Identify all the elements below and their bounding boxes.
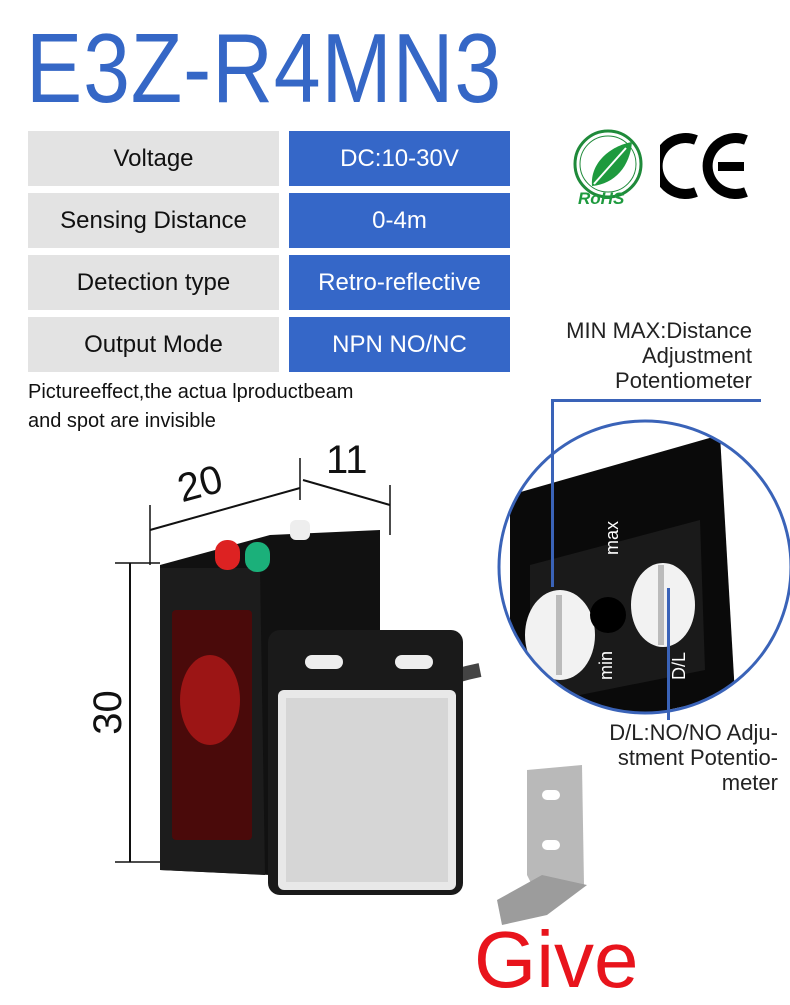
note-line: and spot are invisible xyxy=(28,410,216,432)
annotation-line: MIN MAX:Distance xyxy=(566,318,752,343)
spec-label-voltage: Voltage xyxy=(28,131,279,186)
annotation-line: meter xyxy=(721,770,778,795)
annotation-line: Potentiometer xyxy=(615,368,752,393)
dimension-height: 30 xyxy=(85,690,130,735)
rohs-logo-icon: RoHS xyxy=(573,129,643,208)
zoom-detail-circle: max min D/L xyxy=(497,419,790,715)
spec-value-voltage: DC:10-30V xyxy=(289,131,510,186)
spec-label-output-mode: Output Mode xyxy=(28,317,279,372)
svg-text:RoHS: RoHS xyxy=(578,189,625,208)
callout-line xyxy=(551,399,554,587)
dl-label: D/L xyxy=(669,652,689,680)
spec-value-output-mode: NPN NO/NC xyxy=(289,317,510,372)
ce-mark-icon xyxy=(660,133,748,199)
product-title: E3Z-R4MN3 xyxy=(26,13,503,123)
distance-pot-annotation: MIN MAX:Distance Adjustment Potentiomete… xyxy=(566,318,752,393)
note-line: Pictureeffect,the actua lproductbeam xyxy=(28,381,354,403)
max-label: max xyxy=(602,521,622,555)
mode-pot-annotation: D/L:NO/NO Adju- stment Potentio- meter xyxy=(609,720,778,795)
callout-line xyxy=(667,588,670,720)
min-label: min xyxy=(596,651,616,680)
mounting-bracket xyxy=(497,765,587,925)
spec-value-detection-type: Retro-reflective xyxy=(289,255,510,310)
callout-line xyxy=(551,399,761,402)
annotation-line: stment Potentio- xyxy=(617,745,778,770)
sensor-illustration xyxy=(115,458,482,895)
annotation-line: Adjustment xyxy=(641,343,752,368)
spec-label-detection-type: Detection type xyxy=(28,255,279,310)
disclaimer-note: Pictureeffect,the actua lproductbeam and… xyxy=(28,378,353,436)
spec-value-sensing-distance: 0-4m xyxy=(289,193,510,248)
annotation-line: D/L:NO/NO Adju- xyxy=(609,720,778,745)
spec-label-sensing-distance: Sensing Distance xyxy=(28,193,279,248)
dimension-depth: 11 xyxy=(326,438,368,482)
give-label: Give xyxy=(474,915,639,1004)
